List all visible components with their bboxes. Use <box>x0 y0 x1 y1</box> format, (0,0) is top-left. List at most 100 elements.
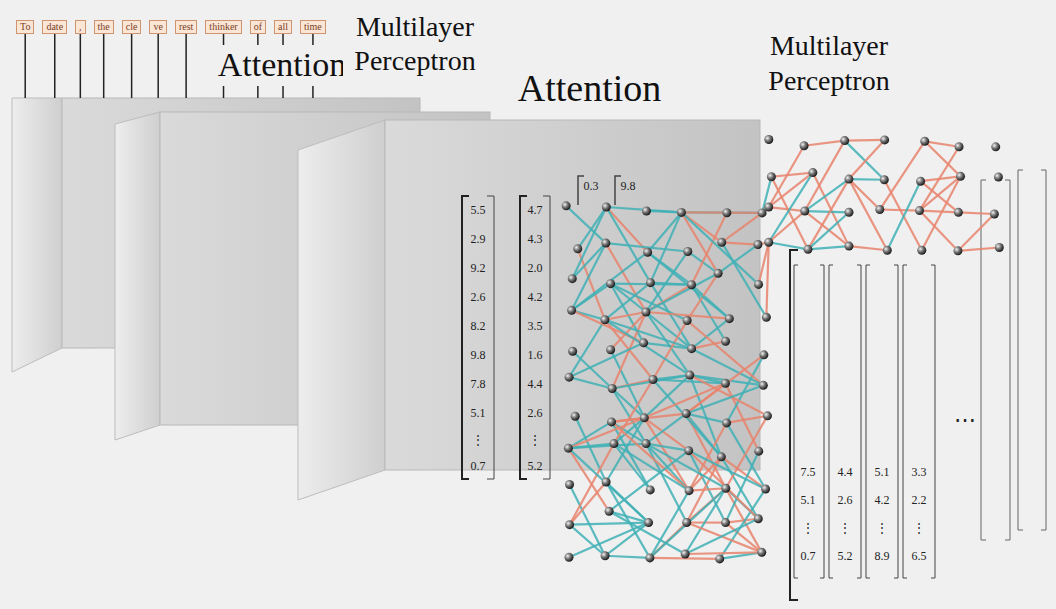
network-connection <box>570 482 607 525</box>
neuron <box>754 514 763 523</box>
neuron <box>564 444 573 453</box>
network-connection <box>727 416 768 423</box>
vector-entry: 3.5 <box>528 320 543 332</box>
neuron <box>683 316 692 325</box>
bracket <box>794 265 798 578</box>
token-link <box>80 34 82 98</box>
neuron <box>917 246 926 255</box>
neuron <box>639 338 648 347</box>
neuron <box>685 486 694 495</box>
network-connection <box>880 141 925 209</box>
network-connection <box>605 283 651 320</box>
vector-entry: 5.1 <box>875 466 890 478</box>
token-text: time <box>304 21 322 32</box>
vector-entry: 5.1 <box>801 494 816 506</box>
layer-label: Attention <box>205 45 359 86</box>
network-connection <box>849 178 884 181</box>
network-connection <box>568 444 646 449</box>
neuron <box>757 548 766 557</box>
network-connection <box>570 525 606 556</box>
neuron <box>803 245 812 254</box>
network-connection <box>769 173 813 243</box>
neuron <box>717 452 726 461</box>
block-side <box>115 112 160 440</box>
network-connection <box>689 451 766 489</box>
neuron <box>685 371 694 380</box>
network-connection <box>920 211 959 213</box>
bracket <box>790 250 798 600</box>
neuron <box>808 168 817 177</box>
neuron <box>845 208 854 217</box>
neuron <box>880 175 889 184</box>
network-connection <box>849 179 880 209</box>
neuron <box>601 239 610 248</box>
network-connection <box>685 519 758 554</box>
neuron <box>764 203 773 212</box>
token-text: all <box>278 21 288 32</box>
layer-block: Attention <box>385 120 760 470</box>
bracket <box>487 196 494 479</box>
network-connection <box>689 488 726 490</box>
neuron <box>568 274 577 283</box>
vector-entry: 3.3 <box>912 466 927 478</box>
network-connection <box>808 179 849 249</box>
token-link <box>131 34 133 98</box>
neuron <box>642 206 651 215</box>
token-text: ve <box>153 21 162 32</box>
network-connection <box>769 211 805 242</box>
vector-entry: 9.2 <box>471 262 486 274</box>
network-connection <box>569 343 644 377</box>
token-box: date <box>42 20 67 34</box>
neuron <box>990 209 999 218</box>
token-text: To <box>20 21 30 32</box>
network-connection <box>958 212 994 214</box>
neuron <box>684 446 693 455</box>
network-connection <box>609 511 685 554</box>
network-connection <box>569 377 612 388</box>
network-connection <box>681 211 762 214</box>
network-connection <box>958 248 999 251</box>
vector-entry: 0.7 <box>801 550 816 562</box>
network-connection <box>605 556 650 558</box>
neuron <box>883 246 892 255</box>
network-connection <box>920 176 961 210</box>
neuron <box>565 373 574 382</box>
vector-entry: 2.9 <box>471 233 486 245</box>
neuron <box>607 417 616 426</box>
network-connection <box>718 245 758 274</box>
network-connection <box>720 489 766 559</box>
neuron <box>759 381 768 390</box>
neuron <box>754 447 763 456</box>
network-connection <box>686 385 763 413</box>
network-connection <box>804 141 845 146</box>
neuron <box>995 243 1004 252</box>
bracket <box>981 180 986 540</box>
token-box: , <box>75 20 86 34</box>
vector-entry: 7.8 <box>471 378 486 390</box>
vector-entry: 0.3 <box>584 180 599 192</box>
neuron <box>764 135 773 144</box>
neuron <box>640 413 649 422</box>
neuron <box>646 278 655 287</box>
network-connection <box>572 252 648 310</box>
token-box: cle <box>122 20 142 34</box>
neuron <box>602 203 611 212</box>
network-connection <box>808 212 849 249</box>
neuron <box>916 177 925 186</box>
neuron <box>844 242 853 251</box>
token-link <box>103 34 105 98</box>
network-connection <box>611 422 650 490</box>
network-connection <box>686 355 764 414</box>
neuron <box>714 269 723 278</box>
bracket <box>931 265 935 578</box>
vector-entry: 5.2 <box>528 460 543 472</box>
network-connection <box>808 246 849 249</box>
token-box: of <box>250 20 266 34</box>
vector-entry: ⋮ <box>876 522 888 534</box>
token-link <box>185 34 187 98</box>
bracket <box>829 265 833 578</box>
layer-label: Multilayer Perceptron <box>343 10 487 77</box>
neuron <box>571 412 580 421</box>
vector-entry: 2.6 <box>528 407 543 419</box>
